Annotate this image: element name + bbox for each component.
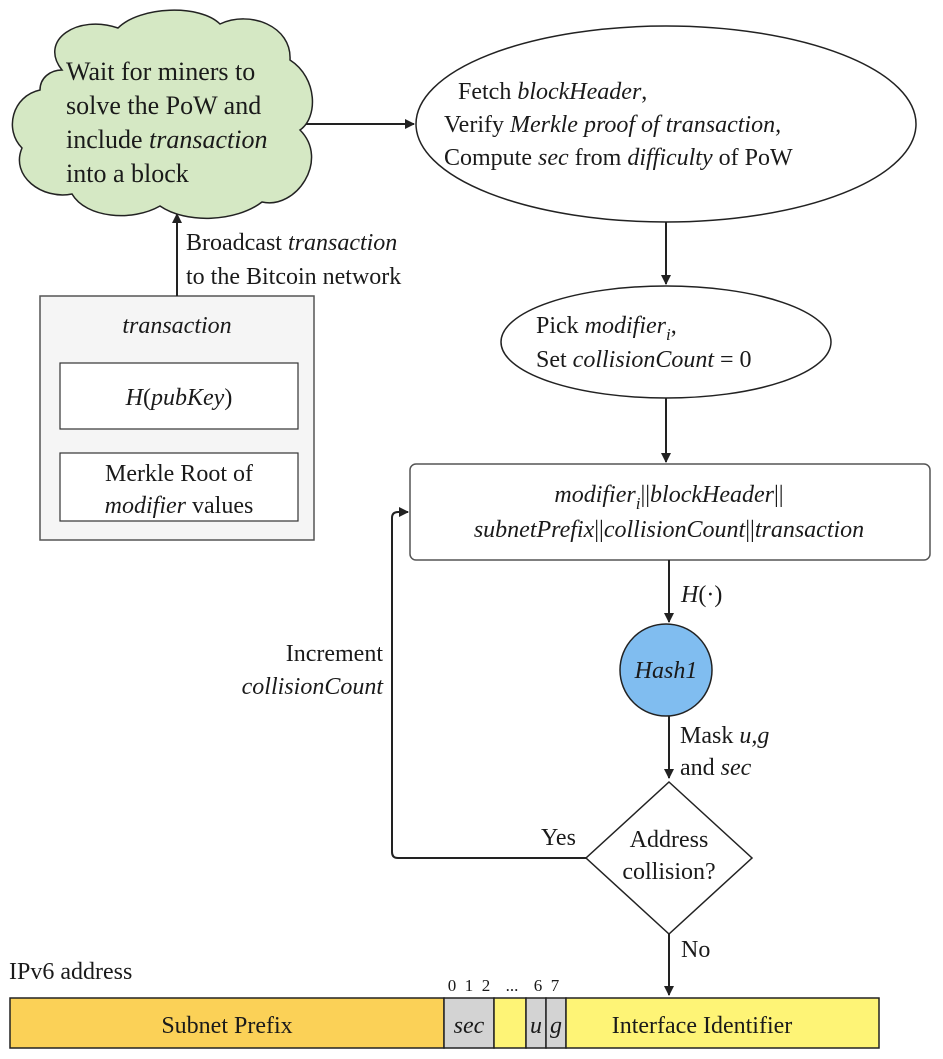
bit-index-7: 7 (551, 976, 560, 995)
hash-circle (619, 623, 713, 717)
decision-node: Address collision? (584, 780, 754, 936)
pick-line-2: Set collisionCount = 0 (536, 347, 752, 373)
pick-line-1: Pick modifieri, (536, 313, 677, 344)
interface-identifier-segment (565, 997, 880, 1049)
mask-line-1: Mask u,g (680, 723, 769, 749)
transaction-box: transaction H(pubKey) Merkle Root of mod… (39, 295, 315, 541)
ipv6-address-bar: Subnet Prefix sec u g Interface Identifi… (9, 997, 880, 1049)
broadcast-line-1: Broadcast transaction (186, 230, 397, 256)
transaction-title: transaction (122, 313, 231, 339)
cloud-line-4: into a block (66, 159, 189, 188)
edge-yes-loop (391, 507, 586, 859)
pubkey-hash-label: H(pubKey) (125, 385, 233, 411)
cloud-line-3: include transaction (66, 125, 267, 154)
concat-line-2: subnetPrefix||collisionCount||transactio… (474, 517, 864, 543)
bit-index-ellipsis: ... (506, 976, 519, 995)
fetch-line-1: Fetch blockHeader, (458, 79, 647, 105)
sec-segment (443, 997, 495, 1049)
cloud-line-2: solve the PoW and (66, 91, 261, 120)
concat-line-1: modifieri||blockHeader|| (554, 482, 783, 513)
merkle-root-rect (59, 452, 299, 522)
decision-line-2: collision? (622, 859, 715, 885)
sec-label: sec (454, 1013, 485, 1039)
concat-node: modifieri||blockHeader|| subnetPrefix||c… (409, 463, 931, 561)
merkle-root-line-1: Merkle Root of (105, 461, 253, 487)
bit-index-2: 2 (482, 976, 491, 995)
subnet-prefix-label: Subnet Prefix (161, 1013, 292, 1039)
ipv6-bit-indices: 0 1 2 ... 6 7 (448, 976, 560, 995)
broadcast-line-2: to the Bitcoin network (186, 264, 401, 290)
filler-segment (493, 997, 527, 1049)
ipv6-title: IPv6 address (9, 959, 132, 985)
subnet-prefix-segment (9, 997, 445, 1049)
cloud-line-1: Wait for miners to (66, 57, 255, 86)
decision-no-label: No (681, 937, 710, 963)
increment-line-1: Increment (286, 641, 384, 667)
fetch-line-3: Compute sec from difficulty of PoW (444, 145, 793, 171)
mask-line-2: and sec (680, 755, 752, 781)
increment-line-2: collisionCount (242, 674, 385, 700)
decision-line-1: Address (630, 827, 709, 853)
merkle-root-line-2: modifier values (105, 493, 254, 519)
bit-index-1: 1 (465, 976, 474, 995)
hash-node: Hash1 (619, 623, 713, 717)
g-bit-label: g (550, 1013, 562, 1039)
decision-diamond (584, 780, 754, 936)
hash-node-label: Hash1 (634, 658, 698, 684)
pubkey-hash-rect (59, 362, 299, 430)
pick-node: Pick modifieri, Set collisionCount = 0 (500, 285, 832, 399)
bit-index-6: 6 (534, 976, 543, 995)
hash-function-label: H(·) (680, 582, 722, 608)
cloud-shape (11, 9, 314, 220)
bit-index-0: 0 (448, 976, 457, 995)
concat-rect (409, 463, 931, 561)
fetch-line-2: Verify Merkle proof of transaction, (444, 112, 781, 138)
cloud-node: Wait for miners to solve the PoW and inc… (11, 9, 314, 220)
fetch-node: Fetch blockHeader, Verify Merkle proof o… (415, 25, 917, 223)
u-bit-label: u (530, 1013, 542, 1039)
interface-identifier-label: Interface Identifier (612, 1013, 793, 1039)
decision-yes-label: Yes (541, 825, 576, 851)
